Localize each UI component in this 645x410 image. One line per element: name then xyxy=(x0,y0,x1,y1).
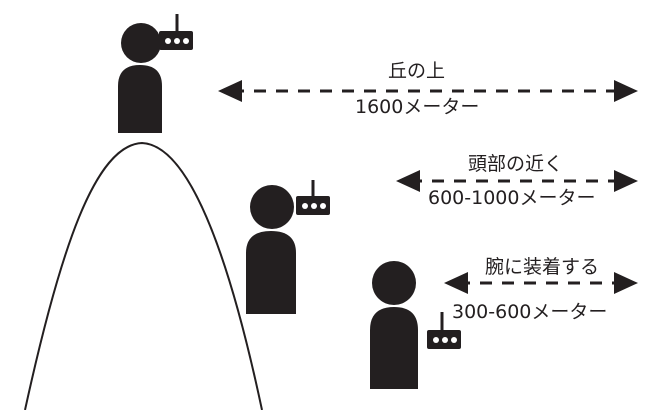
person-arm-mounted xyxy=(370,261,461,389)
range-arrow-1 xyxy=(218,80,638,102)
person-silhouette-icon xyxy=(370,261,418,389)
range-2-distance: 600-1000メーター xyxy=(426,187,598,209)
person-silhouette-icon xyxy=(118,23,162,133)
person-hilltop xyxy=(118,14,193,133)
handheld-radio-icon xyxy=(296,180,330,215)
handheld-radio-icon xyxy=(159,14,193,50)
range-1-title: 丘の上 xyxy=(386,60,448,82)
handheld-radio-icon xyxy=(427,312,461,349)
person-silhouette-icon xyxy=(246,185,296,314)
range-arrow-2 xyxy=(396,170,638,192)
range-3-distance: 300-600メーター xyxy=(450,301,610,323)
person-near-head xyxy=(246,180,330,314)
range-1-distance: 1600メーター xyxy=(353,96,482,118)
range-3-title: 腕に装着する xyxy=(483,256,602,278)
range-2-title: 頭部の近く xyxy=(466,153,566,175)
range-arrow-3 xyxy=(444,272,638,294)
hill-outline xyxy=(24,141,263,410)
